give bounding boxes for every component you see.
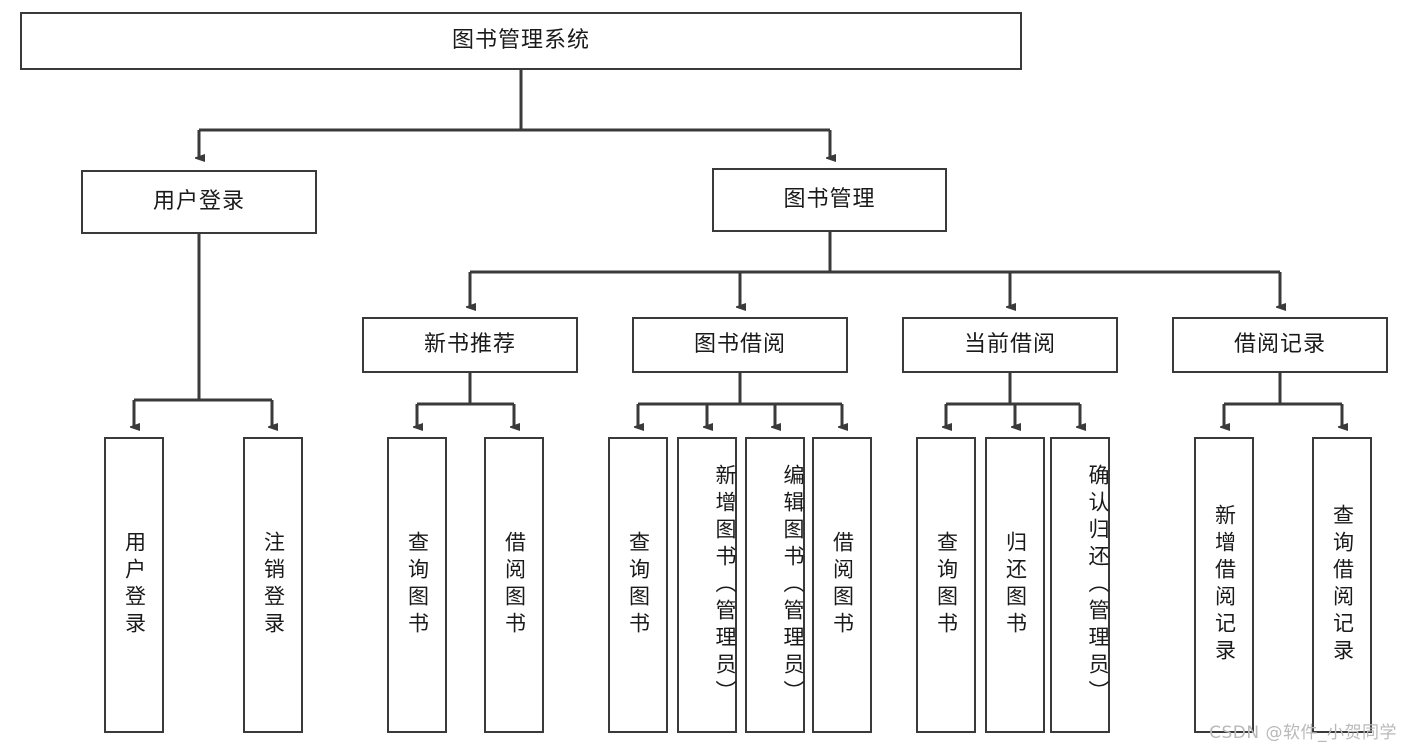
node-label: 新书推荐 — [423, 332, 516, 357]
node-label: 用户登录 — [122, 531, 147, 639]
leaf-query-book-2[interactable]: 查询图书 — [608, 437, 668, 733]
node-label: 确认归还（管理员） — [1086, 463, 1110, 707]
node-label: 新增借阅记录 — [1212, 504, 1237, 666]
leaf-edit-book[interactable]: 编辑图书（管理员） — [745, 437, 805, 733]
node-label: 查询借阅记录 — [1330, 504, 1355, 666]
node-label: 图书管理系统 — [451, 28, 590, 53]
node-current-borrow[interactable]: 当前借阅 — [902, 317, 1118, 373]
leaf-query-record[interactable]: 查询借阅记录 — [1312, 437, 1372, 733]
leaf-add-record[interactable]: 新增借阅记录 — [1194, 437, 1254, 733]
leaf-return-book[interactable]: 归还图书 — [985, 437, 1045, 733]
node-new-book-rec[interactable]: 新书推荐 — [362, 317, 578, 373]
node-label: 查询图书 — [405, 531, 430, 639]
leaf-confirm-return[interactable]: 确认归还（管理员） — [1050, 437, 1110, 733]
node-user-login[interactable]: 用户登录 — [81, 170, 317, 234]
leaf-add-book[interactable]: 新增图书（管理员） — [677, 437, 737, 733]
node-label: 借阅图书 — [502, 531, 527, 639]
node-label: 注销登录 — [261, 531, 286, 639]
leaf-borrow-book-2[interactable]: 借阅图书 — [812, 437, 872, 733]
node-label: 当前借阅 — [963, 332, 1056, 357]
leaf-logout[interactable]: 注销登录 — [243, 437, 303, 733]
leaf-query-book-3[interactable]: 查询图书 — [916, 437, 976, 733]
node-root[interactable]: 图书管理系统 — [20, 12, 1022, 70]
node-label: 查询图书 — [934, 531, 959, 639]
node-book-borrow[interactable]: 图书借阅 — [632, 317, 848, 373]
leaf-user-login[interactable]: 用户登录 — [104, 437, 164, 733]
node-label: 图书借阅 — [693, 332, 786, 357]
node-label: 借阅记录 — [1233, 332, 1326, 357]
node-borrow-record[interactable]: 借阅记录 — [1172, 317, 1388, 373]
leaf-query-book-1[interactable]: 查询图书 — [387, 437, 447, 733]
node-label: 归还图书 — [1003, 531, 1028, 639]
leaf-borrow-book-1[interactable]: 借阅图书 — [484, 437, 544, 733]
node-book-manage[interactable]: 图书管理 — [712, 168, 947, 232]
node-label: 查询图书 — [626, 531, 651, 639]
node-label: 借阅图书 — [830, 531, 855, 639]
node-label: 用户登录 — [152, 189, 245, 214]
node-label: 图书管理 — [783, 187, 876, 212]
node-label: 编辑图书（管理员） — [781, 463, 805, 707]
node-label: 新增图书（管理员） — [713, 463, 737, 707]
